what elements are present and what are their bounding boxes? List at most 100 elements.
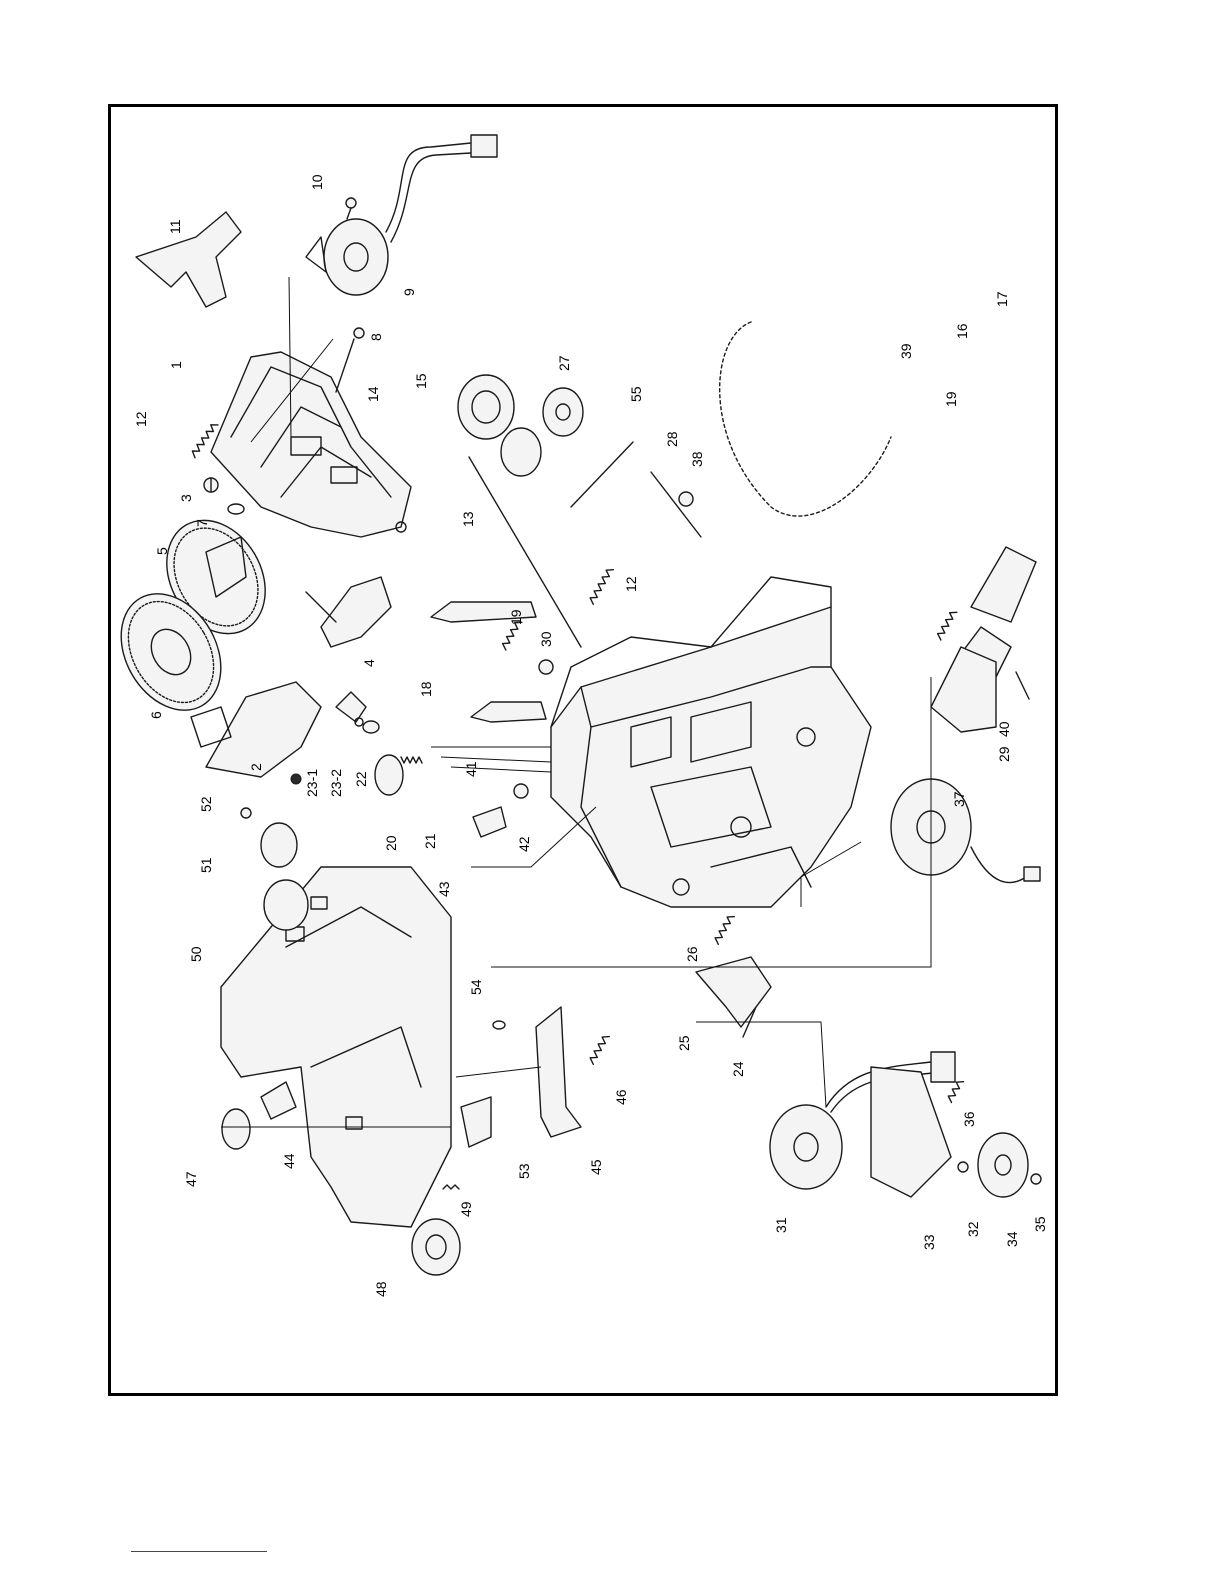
label-5: 5 [154, 547, 170, 555]
part-39-spiral-tube [720, 322, 891, 516]
part-44-bracket [261, 1082, 296, 1119]
label-17: 17 [994, 291, 1010, 307]
part-29-solenoid-bracket [931, 647, 996, 732]
label-25: 25 [676, 1035, 692, 1051]
part-1-upper-frame [211, 352, 411, 537]
label-29: 29 [996, 746, 1012, 762]
label-38: 38 [689, 451, 705, 467]
label-18: 18 [418, 681, 434, 697]
label-12-lower: 12 [623, 576, 639, 592]
label-49: 49 [458, 1201, 474, 1217]
part-35-washer [1031, 1174, 1041, 1184]
label-15: 15 [413, 373, 429, 389]
part-53-bracket [461, 1097, 491, 1147]
label-24: 24 [730, 1061, 746, 1077]
part-30-screw [539, 660, 553, 674]
part-22-washer [363, 721, 379, 733]
part-54-washer [493, 1021, 505, 1029]
part-15-pulley [458, 375, 541, 476]
part-38-screw [679, 492, 693, 506]
part-20-roller [375, 755, 403, 795]
part-19-spring-right [936, 609, 957, 640]
part-41-bracket [473, 807, 506, 837]
label-44: 44 [281, 1153, 297, 1169]
label-11: 11 [167, 219, 183, 234]
part-27-gear [543, 388, 583, 436]
diagram-frame: 1 2 3 4 5 6 7 8 9 10 11 12 12 13 14 15 1… [108, 104, 1058, 1396]
label-34: 34 [1004, 1231, 1020, 1247]
label-50: 50 [188, 946, 204, 962]
part-46-spring [588, 1034, 609, 1065]
part-28-shaft [651, 472, 701, 537]
label-14: 14 [365, 386, 381, 402]
label-3: 3 [178, 494, 194, 502]
label-32: 32 [965, 1221, 981, 1237]
part-43-base-plate [221, 867, 451, 1227]
label-13: 13 [460, 511, 476, 527]
part-33-motor-plate [871, 1067, 951, 1197]
part-42-screw [514, 784, 528, 798]
footer-link-underline[interactable] [131, 1551, 267, 1552]
label-48: 48 [373, 1281, 389, 1297]
exploded-parts-diagram: 1 2 3 4 5 6 7 8 9 10 11 12 12 13 14 15 1… [111, 107, 1055, 1393]
part-49-spring [443, 1185, 459, 1189]
part-40-pin [1016, 672, 1029, 699]
label-6: 6 [148, 711, 164, 719]
label-52: 52 [198, 796, 214, 812]
label-19-right: 19 [943, 391, 959, 407]
part-14-shaft [336, 339, 354, 392]
label-46: 46 [613, 1089, 629, 1105]
part-23-1-lever [336, 692, 366, 722]
part-7-washer [228, 504, 244, 514]
label-28: 28 [664, 431, 680, 447]
label-51: 51 [198, 857, 214, 873]
label-8: 8 [368, 333, 384, 341]
label-19-left: 19 [508, 609, 524, 625]
label-7: 7 [194, 519, 210, 527]
label-47: 47 [183, 1171, 199, 1187]
label-1: 1 [168, 361, 184, 369]
part-32-screw [958, 1162, 968, 1172]
part-21-spring [401, 757, 422, 763]
part-18-levers [431, 602, 546, 722]
label-54: 54 [468, 979, 484, 995]
label-23-1: 23-1 [304, 769, 320, 797]
main-chassis [551, 577, 871, 907]
part-55-spring [571, 442, 633, 507]
label-39: 39 [898, 343, 914, 359]
part-45-lever [536, 1007, 581, 1137]
label-43: 43 [436, 881, 452, 897]
part-48-gear [412, 1219, 460, 1275]
part-47-gear [222, 1109, 250, 1149]
part-52-screw [241, 808, 251, 818]
label-45: 45 [588, 1159, 604, 1175]
label-16: 16 [954, 323, 970, 339]
part-9-motor [306, 135, 497, 295]
label-4: 4 [361, 659, 377, 667]
label-30: 30 [538, 631, 554, 647]
label-31: 31 [773, 1217, 789, 1233]
label-42: 42 [516, 836, 532, 852]
label-36: 36 [961, 1111, 977, 1127]
label-41: 41 [463, 761, 479, 777]
part-4-lever [306, 577, 391, 647]
part-10-screw [346, 198, 356, 219]
label-20: 20 [383, 835, 399, 851]
label-2: 2 [248, 763, 264, 771]
part-8-screw [354, 328, 364, 338]
label-23-2: 23-2 [328, 769, 344, 797]
part-51-gear [261, 823, 297, 867]
label-12-upper: 12 [133, 411, 149, 427]
label-26: 26 [684, 946, 700, 962]
part-17-plate [971, 547, 1036, 622]
label-40: 40 [996, 721, 1012, 737]
part-34-gear [978, 1133, 1028, 1197]
label-10: 10 [309, 174, 325, 190]
part-50-gear [264, 880, 308, 930]
part-3-screw [204, 478, 218, 492]
label-21: 21 [422, 833, 438, 849]
label-27: 27 [556, 355, 572, 371]
label-22: 22 [353, 771, 369, 787]
label-9: 9 [401, 288, 417, 296]
label-33: 33 [921, 1234, 937, 1250]
